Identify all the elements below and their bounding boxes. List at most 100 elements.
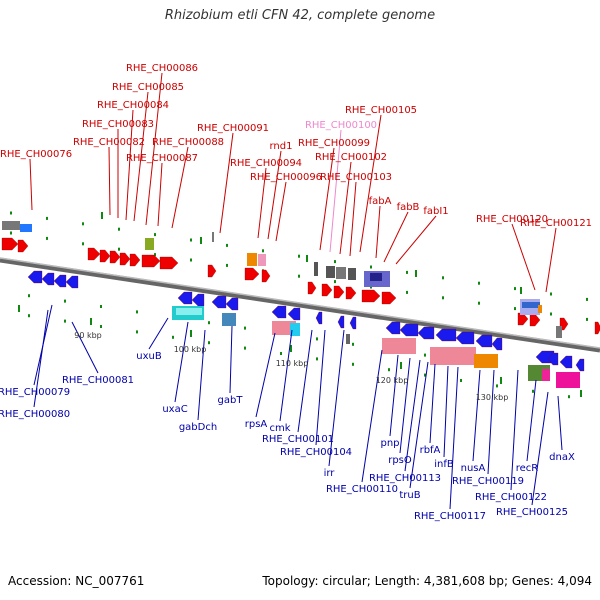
tick-mark	[90, 318, 92, 325]
feature-box	[212, 232, 214, 242]
forward-gene	[381, 291, 397, 305]
dot-mark	[298, 254, 300, 258]
reverse-gene	[65, 275, 79, 289]
connector-line	[33, 309, 49, 408]
connector-line	[511, 223, 536, 291]
dot-mark	[424, 373, 426, 377]
dot-mark	[424, 353, 426, 357]
feature-box	[222, 313, 236, 326]
dot-mark	[118, 247, 120, 251]
dot-mark	[262, 249, 264, 253]
forward-gene	[321, 283, 333, 297]
dot-mark	[154, 233, 156, 237]
reverse-gene	[225, 297, 239, 311]
gene-label-rhe_ch00086: RHE_CH00086	[126, 63, 198, 74]
tick-mark	[500, 377, 502, 384]
gene-label-rhe_ch00087: RHE_CH00087	[126, 153, 198, 164]
gene-track	[1, 221, 600, 388]
dot-mark	[208, 321, 210, 325]
tick-mark	[306, 255, 308, 262]
gene-label-rhe_ch00122: RHE_CH00122	[475, 492, 547, 503]
dot-mark	[478, 281, 480, 285]
forward-gene	[99, 249, 111, 263]
gene-label-fabb: fabB	[397, 202, 420, 213]
feature-box	[247, 253, 257, 266]
kbp-tick-label: 110 kbp	[276, 359, 309, 368]
tick-mark	[18, 305, 20, 312]
connector-line	[404, 359, 421, 472]
dot-mark	[10, 211, 12, 215]
feature-box	[326, 266, 335, 278]
connector-line	[229, 325, 233, 394]
label-connectors	[29, 72, 563, 510]
connector-line	[133, 91, 149, 222]
feature-box	[542, 369, 550, 381]
gene-label-rhe_ch00084: RHE_CH00084	[97, 100, 169, 111]
feature-box	[314, 262, 318, 276]
connector-line	[279, 329, 293, 422]
map-title: Rhizobium etli CFN 42, complete genome	[164, 8, 436, 23]
gene-label-rhe_ch00083: RHE_CH00083	[82, 119, 154, 130]
connector-line	[389, 354, 399, 437]
connector-line	[449, 366, 459, 510]
forward-gene	[141, 254, 161, 268]
dot-mark	[46, 216, 48, 220]
connector-line	[399, 357, 411, 454]
gene-label-pnp: pnp	[380, 438, 399, 449]
dot-mark	[496, 384, 498, 388]
feature-box	[370, 273, 382, 281]
reverse-gene	[559, 355, 573, 369]
gene-label-irr: irr	[324, 468, 336, 479]
connector-line	[409, 361, 429, 489]
connector-line	[197, 329, 206, 421]
connector-line	[125, 109, 134, 221]
gene-label-rhe_ch00120: RHE_CH00120	[476, 214, 548, 225]
dot-mark	[406, 270, 408, 274]
feature-box	[348, 268, 356, 280]
forward-gene	[529, 313, 541, 327]
reverse-gene	[491, 337, 503, 351]
feature-box	[290, 323, 300, 336]
dot-mark	[514, 307, 516, 311]
gene-label-rhe_ch00117: RHE_CH00117	[414, 511, 486, 522]
forward-gene	[109, 250, 121, 264]
dot-mark	[28, 294, 30, 298]
feature-box	[20, 224, 32, 232]
dot-mark	[334, 260, 336, 264]
reverse-gene	[349, 316, 357, 330]
gene-label-rhe_ch00113: RHE_CH00113	[369, 473, 441, 484]
connector-line	[174, 321, 189, 403]
forward-gene	[119, 252, 131, 266]
gene-label-uxub: uxuB	[136, 351, 162, 362]
forward-gene	[244, 267, 260, 281]
dot-mark	[10, 231, 12, 235]
dot-mark	[442, 276, 444, 280]
dot-mark	[100, 305, 102, 308]
tick-mark	[520, 287, 522, 294]
dot-mark	[370, 265, 372, 269]
connector-line	[349, 181, 357, 257]
tick-mark	[400, 362, 402, 369]
gene-label-rhe_ch00085: RHE_CH00085	[112, 82, 184, 93]
dot-mark	[586, 297, 588, 301]
connector-line	[148, 317, 169, 350]
gene-label-rhe_ch00088: RHE_CH00088	[152, 137, 224, 148]
reverse-gene	[575, 358, 585, 372]
gene-label-rhe_ch00110: RHE_CH00110	[326, 484, 398, 495]
connector-line	[219, 132, 234, 234]
connector-line	[359, 114, 382, 253]
tick-mark	[580, 390, 582, 397]
connector-line	[257, 167, 267, 239]
feature-box	[382, 338, 416, 354]
gene-label-dnax: dnaX	[549, 452, 575, 463]
connector-line	[319, 147, 335, 251]
forward-gene	[1, 237, 19, 251]
dot-mark	[442, 296, 444, 300]
gene-label-gabt: gabT	[218, 395, 244, 406]
kbp-tick-label: 130 kbp	[476, 393, 509, 402]
gene-label-rhe_ch00125: RHE_CH00125	[496, 507, 568, 518]
dot-mark	[118, 227, 120, 231]
dot-mark	[514, 287, 516, 291]
connector-line	[339, 161, 352, 255]
gene-label-rhe_ch00076: RHE_CH00076	[0, 149, 72, 160]
